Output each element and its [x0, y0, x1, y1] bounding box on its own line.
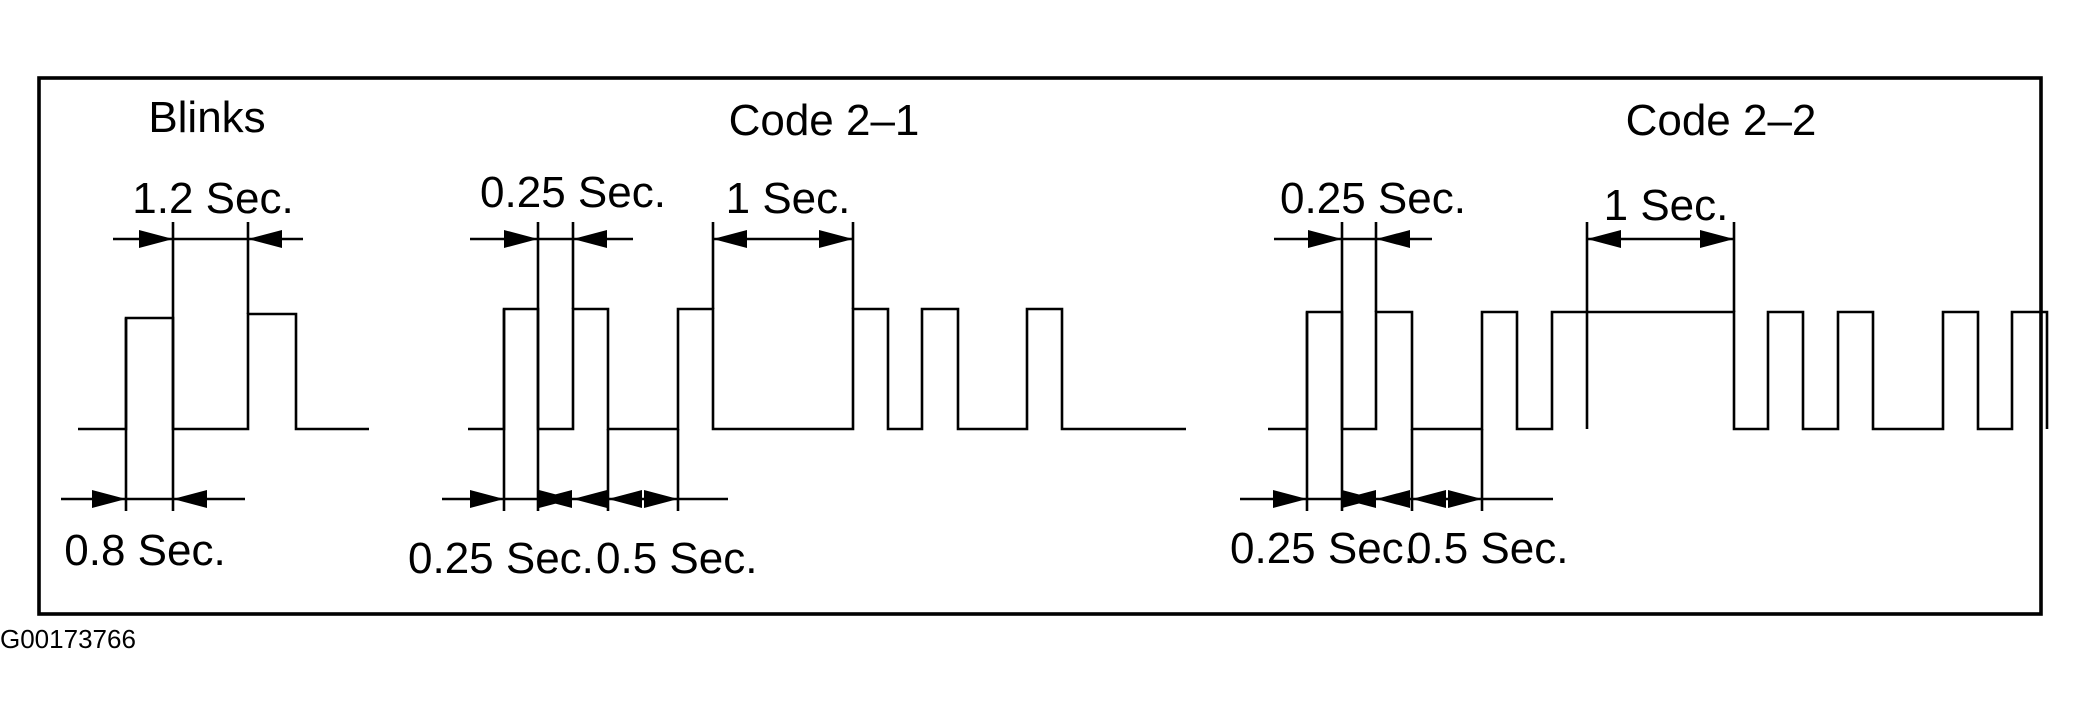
code-2-2-dim-upper-short — [1274, 230, 1432, 248]
code-2-1-lower-long-label: 0.5 Sec. — [596, 534, 757, 583]
panel-title-blinks: Blinks — [148, 93, 265, 142]
code-2-1-dim-lower — [442, 490, 728, 508]
blinks-waveform — [78, 312, 369, 431]
code-2-2-lower-short-label: 0.25 Sec. — [1230, 524, 1416, 573]
panel-code-2-2: Code 2–2 0.25 Sec. 1 Sec. — [1230, 96, 2049, 573]
code-2-2-waveform — [1268, 310, 2049, 431]
code-2-2-lower-long-label: 0.5 Sec. — [1407, 524, 1568, 573]
panel-code-2-1: Code 2–1 0.25 Sec. 1 Sec. — [408, 96, 1186, 583]
code-2-1-upper-long-label: 1 Sec. — [726, 174, 851, 223]
code-2-2-dim-upper-long — [1587, 230, 1734, 248]
code-2-1-waveform — [468, 307, 1186, 431]
blinks-dim-upper — [113, 230, 303, 248]
diagram-frame — [37, 76, 2043, 616]
panel-title-code-2-1: Code 2–1 — [729, 96, 920, 145]
code-2-2-dim-lower — [1240, 490, 1553, 508]
code-2-1-upper-short-label: 0.25 Sec. — [480, 168, 666, 217]
code-2-1-dim-upper-long — [713, 230, 853, 248]
code-2-2-upper-short-label: 0.25 Sec. — [1280, 174, 1466, 223]
code-2-1-lower-short-label: 0.25 Sec. — [408, 534, 594, 583]
code-2-1-dim-upper-short — [470, 230, 633, 248]
figure-id: G00173766 — [0, 624, 136, 654]
blinks-lower-dim-label: 0.8 Sec. — [64, 526, 225, 575]
blinks-dim-lower — [61, 490, 245, 508]
code-2-2-upper-long-label: 1 Sec. — [1604, 181, 1729, 230]
panel-title-code-2-2: Code 2–2 — [1626, 96, 1817, 145]
panel-blinks: Blinks 1.2 Sec. 0.8 Sec. — [61, 93, 369, 575]
blinks-upper-dim-label: 1.2 Sec. — [132, 174, 293, 223]
